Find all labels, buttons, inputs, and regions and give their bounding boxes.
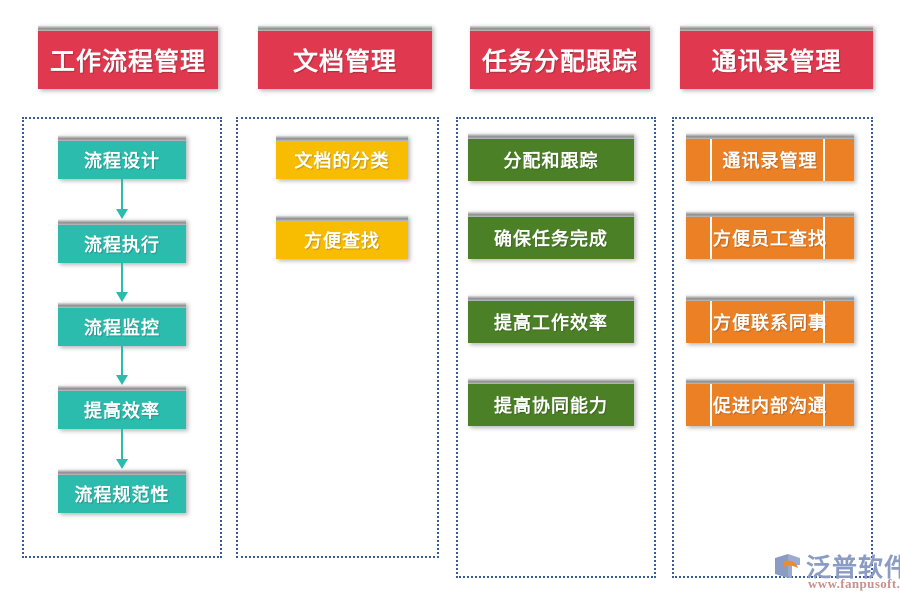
node-divider-right bbox=[823, 384, 825, 426]
node-label: 流程设计 bbox=[58, 141, 186, 179]
arrow-shaft bbox=[121, 429, 123, 460]
bevel-cap bbox=[258, 25, 432, 31]
node-label: 流程监控 bbox=[58, 308, 186, 346]
node-box: 提高效率 bbox=[58, 385, 186, 429]
node-label: 文档的分类 bbox=[276, 141, 408, 179]
node-box: 流程监控 bbox=[58, 302, 186, 346]
node-label: 流程规范性 bbox=[58, 475, 186, 513]
header-box-3: 任务分配跟踪 bbox=[470, 25, 650, 89]
brand-name: 泛普软件 bbox=[806, 555, 900, 582]
node-box: 提高工作效率 bbox=[468, 295, 634, 343]
node-label: 方便查找 bbox=[276, 221, 408, 259]
bevel-cap bbox=[58, 469, 186, 475]
arrow-shaft bbox=[121, 346, 123, 376]
node-box: 流程规范性 bbox=[58, 469, 186, 513]
node-divider-right bbox=[823, 217, 825, 259]
node-box: 通讯录管理 bbox=[686, 133, 854, 181]
node-label: 确保任务完成 bbox=[468, 217, 634, 259]
arrow-head bbox=[116, 292, 128, 302]
bevel-cap bbox=[468, 295, 634, 301]
node-label: 提高工作效率 bbox=[468, 301, 634, 343]
header-title: 文档管理 bbox=[258, 31, 432, 89]
node-label: 方便员工查找 bbox=[686, 217, 854, 259]
bevel-cap bbox=[470, 25, 650, 31]
node-divider-left bbox=[710, 139, 712, 181]
header-box-1: 工作流程管理 bbox=[38, 25, 218, 89]
column-frame-workflow-management bbox=[22, 117, 222, 558]
bevel-cap bbox=[468, 378, 634, 384]
bevel-cap bbox=[58, 385, 186, 391]
column-frame-contacts-management bbox=[672, 117, 873, 578]
node-box: 促进内部沟通 bbox=[686, 378, 854, 426]
node-divider-left bbox=[710, 301, 712, 343]
fanpu-logo-icon bbox=[772, 552, 802, 580]
arrow-shaft bbox=[121, 179, 123, 210]
brand-url: www.fanpusoft.com bbox=[808, 576, 900, 591]
header-title: 工作流程管理 bbox=[38, 31, 218, 89]
bevel-cap bbox=[276, 135, 408, 141]
node-box: 流程设计 bbox=[58, 135, 186, 179]
arrow-shaft bbox=[121, 263, 123, 293]
flow-arrow bbox=[58, 346, 186, 385]
node-box: 文档的分类 bbox=[276, 135, 408, 179]
bevel-cap bbox=[680, 25, 873, 31]
node-label: 通讯录管理 bbox=[686, 139, 854, 181]
node-label: 提高协同能力 bbox=[468, 384, 634, 426]
bevel-cap bbox=[58, 135, 186, 141]
node-box: 方便联系同事 bbox=[686, 295, 854, 343]
bevel-cap bbox=[468, 133, 634, 139]
arrow-head bbox=[116, 375, 128, 385]
bevel-cap bbox=[686, 133, 854, 139]
node-divider-right bbox=[823, 139, 825, 181]
arrow-head bbox=[116, 209, 128, 219]
node-box: 分配和跟踪 bbox=[468, 133, 634, 181]
flow-arrow bbox=[58, 429, 186, 469]
header-box-2: 文档管理 bbox=[258, 25, 432, 89]
node-box: 方便查找 bbox=[276, 215, 408, 259]
header-box-4: 通讯录管理 bbox=[680, 25, 873, 89]
arrow-head bbox=[116, 459, 128, 469]
node-label: 流程执行 bbox=[58, 225, 186, 263]
node-divider-right bbox=[823, 301, 825, 343]
node-label: 方便联系同事 bbox=[686, 301, 854, 343]
flow-arrow bbox=[58, 263, 186, 302]
header-title: 任务分配跟踪 bbox=[470, 31, 650, 89]
bevel-cap bbox=[686, 295, 854, 301]
bevel-cap bbox=[38, 25, 218, 31]
node-divider-left bbox=[710, 217, 712, 259]
node-label: 提高效率 bbox=[58, 391, 186, 429]
flow-arrow bbox=[58, 179, 186, 219]
node-box: 方便员工查找 bbox=[686, 211, 854, 259]
bevel-cap bbox=[686, 211, 854, 217]
node-label: 分配和跟踪 bbox=[468, 139, 634, 181]
bevel-cap bbox=[58, 219, 186, 225]
node-label: 促进内部沟通 bbox=[686, 384, 854, 426]
node-box: 提高协同能力 bbox=[468, 378, 634, 426]
column-frame-document-management bbox=[236, 117, 439, 558]
node-divider-left bbox=[710, 384, 712, 426]
bevel-cap bbox=[58, 302, 186, 308]
bevel-cap bbox=[468, 211, 634, 217]
column-frame-task-assignment-tracking bbox=[456, 117, 656, 578]
node-box: 确保任务完成 bbox=[468, 211, 634, 259]
bevel-cap bbox=[276, 215, 408, 221]
node-box: 流程执行 bbox=[58, 219, 186, 263]
bevel-cap bbox=[686, 378, 854, 384]
header-title: 通讯录管理 bbox=[680, 31, 873, 89]
